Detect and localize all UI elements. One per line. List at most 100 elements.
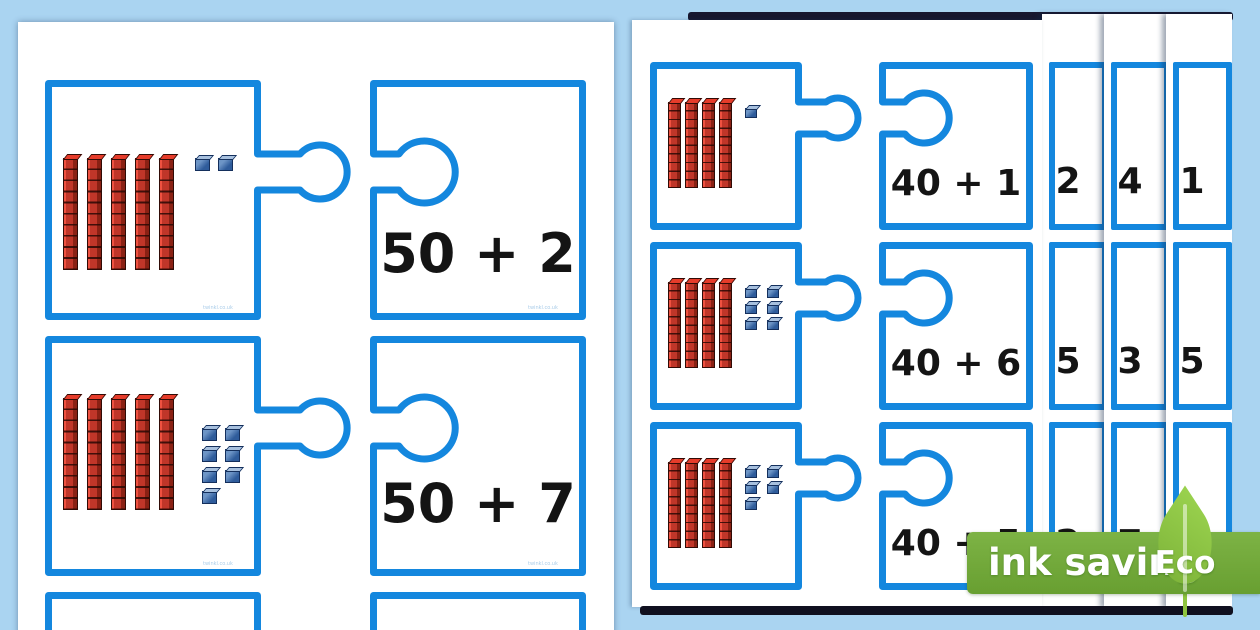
tens-rod (63, 398, 78, 510)
edge-digit: 5 (1179, 341, 1205, 382)
ones-cube (767, 468, 779, 478)
ones-cubes-group (195, 154, 241, 175)
watermark-text: twinkl.co.uk (528, 561, 558, 567)
stacked-page-edge: 4 3 7 (1104, 14, 1166, 608)
ones-cube (225, 470, 240, 483)
tens-rod (702, 102, 715, 188)
expression-label: 40 + 6 (890, 343, 1022, 384)
page-stack-top-edge (688, 12, 1233, 21)
ones-cube (745, 304, 757, 314)
ones-cube-row (745, 496, 789, 512)
puzzle-piece-answer (879, 62, 1033, 230)
tens-rod (685, 102, 698, 188)
tens-rods-group (668, 282, 736, 368)
tens-rod (111, 158, 126, 270)
ones-cube-row (745, 300, 789, 316)
page-stack-bottom-edge (640, 606, 1233, 615)
card-edge (1111, 242, 1166, 410)
ones-cube (745, 108, 757, 118)
edge-digit: 5 (1055, 341, 1081, 382)
ones-cube (225, 449, 240, 462)
worksheet-page-front: 40 + 1 40 + 6 40 + 5 (632, 20, 1042, 607)
card-edge (1111, 62, 1166, 230)
puzzle-piece-answer-partial (370, 592, 586, 630)
ones-cubes-group (745, 464, 789, 512)
edge-digit: 2 (1055, 161, 1081, 202)
edge-digit: 1 (1179, 161, 1205, 202)
tens-rods-group (63, 158, 183, 270)
tens-rod (719, 282, 732, 368)
tens-rod (685, 282, 698, 368)
watermark-text: twinkl.co.uk (528, 305, 558, 311)
ones-cubes-group (202, 424, 248, 508)
eco-label: Eco (1154, 545, 1216, 581)
tens-rod (702, 282, 715, 368)
watermark-text: twinkl.co.uk (203, 305, 233, 311)
worksheet-page-left: 50 + 2 twinkl.co.uk twinkl.co.uk 50 + 7 … (18, 22, 614, 630)
ones-cube-row (202, 466, 248, 487)
ones-cube-row (195, 154, 241, 175)
tens-rod (668, 102, 681, 188)
tens-rods-group (668, 462, 736, 548)
ones-cube (202, 470, 217, 483)
ones-cube-row (745, 284, 789, 300)
tens-rod (111, 398, 126, 510)
ones-cube (745, 320, 757, 330)
expression-label: 40 + 1 (890, 163, 1022, 204)
tens-rods-group (668, 102, 736, 188)
ones-cube (195, 158, 210, 171)
tens-rod (87, 398, 102, 510)
expression-label: 50 + 2 (380, 222, 576, 285)
ones-cube (745, 484, 757, 494)
ones-cube (767, 304, 779, 314)
ones-cubes-group (745, 284, 789, 332)
ones-cube (745, 500, 757, 510)
tens-rod (87, 158, 102, 270)
stacked-page-edge: 2 5 2 (1042, 14, 1104, 608)
ones-cube-row (202, 424, 248, 445)
card-edge (1049, 62, 1104, 230)
puzzle-piece-picture-partial (45, 592, 261, 630)
tens-rod (685, 462, 698, 548)
card-edge (1049, 242, 1104, 410)
tens-rod (159, 158, 174, 270)
ones-cube (202, 449, 217, 462)
tens-rod (668, 462, 681, 548)
ones-cube (218, 158, 233, 171)
tens-rod (63, 158, 78, 270)
ones-cubes-group (745, 104, 767, 120)
edge-digit: 4 (1117, 161, 1143, 202)
ones-cube (767, 288, 779, 298)
ones-cube-row (745, 480, 789, 496)
card-edge (1173, 62, 1232, 230)
ones-cube (202, 428, 217, 441)
ones-cube-row (745, 316, 789, 332)
ones-cube (202, 491, 217, 504)
ones-cube-row (202, 487, 248, 508)
puzzle-piece-answer (879, 242, 1033, 410)
ones-cube-row (745, 464, 789, 480)
ones-cube (767, 484, 779, 494)
tens-rod (135, 158, 150, 270)
watermark-text: twinkl.co.uk (203, 561, 233, 567)
tens-rod (159, 398, 174, 510)
edge-digit: 3 (1117, 341, 1143, 382)
puzzle-piece-answer (370, 80, 586, 320)
ones-cube (767, 320, 779, 330)
ones-cube (745, 288, 757, 298)
leaf-rib (1183, 504, 1187, 592)
tens-rod (702, 462, 715, 548)
tens-rods-group (63, 398, 183, 510)
tens-rod (668, 282, 681, 368)
ones-cube-row (745, 104, 767, 120)
leaf-stem (1183, 590, 1187, 617)
ones-cube (225, 428, 240, 441)
tens-rod (719, 102, 732, 188)
puzzle-piece-answer (370, 336, 586, 576)
card-edge (1173, 242, 1232, 410)
ones-cube (745, 468, 757, 478)
expression-label: 50 + 7 (380, 472, 576, 535)
tens-rod (135, 398, 150, 510)
tens-rod (719, 462, 732, 548)
